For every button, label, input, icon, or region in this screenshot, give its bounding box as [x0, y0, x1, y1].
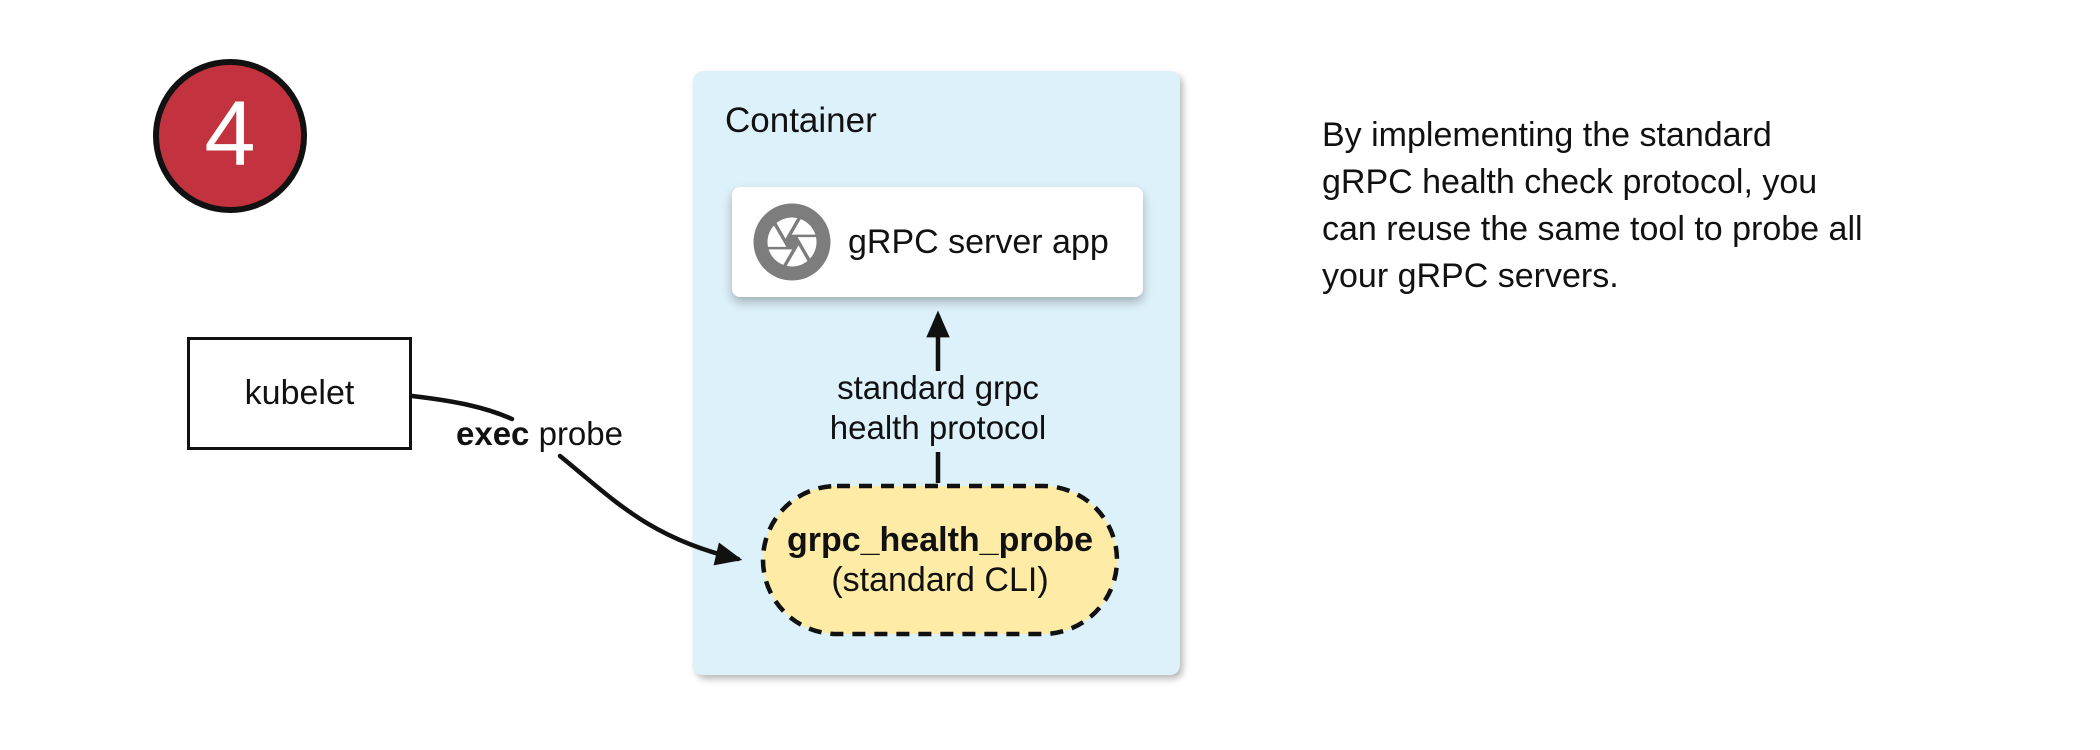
exec-probe-edge-label: exec probe	[456, 415, 623, 453]
step-number-badge: 4	[153, 59, 307, 213]
container-node: Container gRPC server app standard grpc …	[693, 71, 1180, 675]
health-protocol-line1: standard grpc	[837, 369, 1039, 406]
health-protocol-edge-label: standard grpc health protocol	[830, 368, 1046, 448]
probe-word: probe	[529, 415, 623, 452]
step-number: 4	[204, 83, 256, 185]
container-title: Container	[725, 101, 877, 140]
exec-keyword: exec	[456, 415, 530, 452]
grpc-server-node: gRPC server app	[732, 187, 1143, 297]
camera-aperture-icon	[753, 203, 831, 281]
annotation-text: By implementing the standard gRPC health…	[1322, 112, 1863, 300]
grpc-server-label: gRPC server app	[848, 222, 1109, 261]
annotation-line: By implementing the standard	[1322, 116, 1772, 154]
annotation-line: your gRPC servers.	[1322, 257, 1619, 295]
annotation-line: gRPC health check protocol, you	[1322, 163, 1818, 201]
probe-subtitle: (standard CLI)	[831, 561, 1049, 599]
grpc-health-probe-node: grpc_health_probe (standard CLI)	[760, 483, 1120, 637]
probe-name: grpc_health_probe	[786, 521, 1094, 559]
health-protocol-line2: health protocol	[829, 409, 1047, 446]
kubelet-node: kubelet	[187, 337, 412, 450]
probe-pill-outline	[760, 483, 1120, 637]
annotation-line: can reuse the same tool to probe all	[1322, 210, 1863, 248]
kubelet-label: kubelet	[244, 374, 355, 412]
